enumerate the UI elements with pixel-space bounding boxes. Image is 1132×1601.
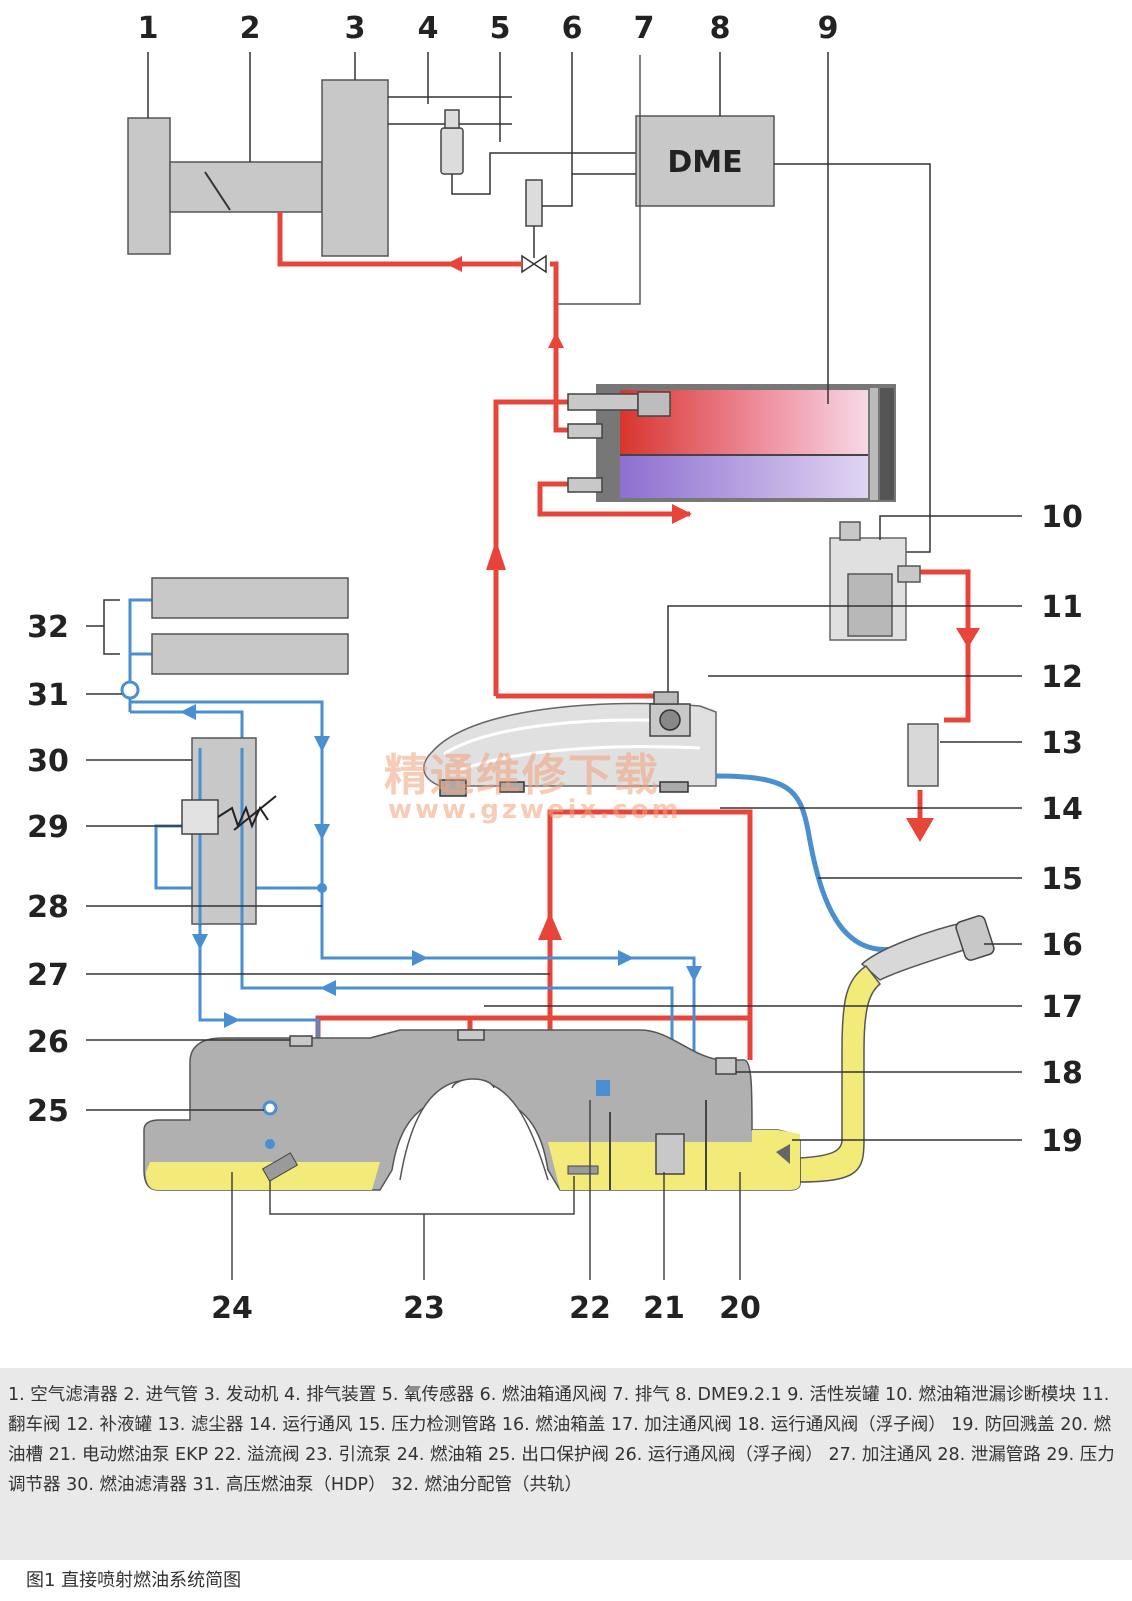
label-30: 30	[27, 744, 69, 779]
figure-caption: 图1 直接喷射燃油系统简图	[26, 1570, 242, 1591]
legend-text: 1. 空气滤清器 2. 进气管 3. 发动机 4. 排气装置 5. 氧传感器 6…	[8, 1385, 1115, 1495]
label-17: 17	[1041, 990, 1083, 1025]
label-25: 25	[27, 1094, 69, 1129]
label-26: 26	[27, 1025, 69, 1060]
refill-tank	[423, 691, 717, 797]
label-29: 29	[27, 810, 69, 845]
label-2: 2	[240, 11, 261, 46]
run-vent-valve-18	[715, 1057, 737, 1075]
label-15: 15	[1041, 862, 1083, 897]
label-32: 32	[27, 610, 69, 645]
leader-lines	[86, 52, 1022, 1141]
filler-neck	[799, 964, 882, 1183]
run-vent-valve-26	[289, 1035, 313, 1047]
label-8: 8	[710, 11, 731, 46]
label-24: 24	[211, 1291, 253, 1326]
label-31: 31	[27, 678, 69, 713]
fuel-tank-cap	[860, 915, 995, 981]
label-10: 10	[1041, 500, 1083, 535]
label-9: 9	[818, 11, 839, 46]
label-4: 4	[418, 11, 439, 46]
label-20: 20	[719, 1291, 761, 1326]
anti-splash-cover	[776, 1144, 790, 1164]
watermark-text: 精通维修下载	[384, 750, 660, 801]
label-3: 3	[345, 11, 366, 46]
pressure-regulator	[181, 799, 219, 835]
fuel-system-diagram: DME	[27, 11, 1083, 1326]
label-18: 18	[1041, 1056, 1083, 1091]
label-5: 5	[490, 11, 511, 46]
oxygen-sensor	[440, 127, 464, 175]
overflow-valve	[596, 1080, 610, 1096]
high-pressure-pump	[120, 680, 140, 700]
label-7: 7	[634, 11, 655, 46]
dme-unit	[635, 115, 775, 207]
dust-filter	[907, 723, 939, 787]
label-27: 27	[27, 958, 69, 993]
label-13: 13	[1041, 726, 1083, 761]
legend: 1. 空气滤清器 2. 进气管 3. 发动机 4. 排气装置 5. 氧传感器 6…	[0, 1368, 1132, 1560]
label-14: 14	[1041, 792, 1083, 827]
fuel-rail-lower	[151, 633, 349, 675]
label-12: 12	[1041, 660, 1083, 695]
label-11: 11	[1041, 590, 1083, 625]
tank-vent-valve	[525, 179, 543, 227]
leak-diagnosis-module	[829, 515, 1022, 641]
fill-vent-valve	[457, 1029, 485, 1041]
jet-pump-left	[261, 1152, 299, 1182]
label-16: 16	[1041, 928, 1083, 963]
label-21: 21	[643, 1291, 685, 1326]
fuel-rail-upper	[151, 577, 349, 619]
outlet-protection-valve	[262, 1100, 278, 1116]
intake-pipe	[169, 161, 323, 213]
label-19: 19	[1041, 1124, 1083, 1159]
pressure-check-line	[715, 773, 901, 952]
label-6: 6	[562, 11, 583, 46]
label-28: 28	[27, 890, 69, 925]
engine	[321, 79, 389, 257]
carbon-canister	[567, 384, 896, 502]
electric-fuel-pump	[655, 1133, 685, 1175]
label-1: 1	[138, 11, 159, 46]
label-22: 22	[569, 1291, 611, 1326]
jet-pump-right	[567, 1165, 599, 1175]
dme-label: DME	[667, 145, 742, 180]
label-23: 23	[403, 1291, 445, 1326]
vapor-arrows	[446, 256, 980, 940]
watermark-url: www.gzweix.com	[388, 795, 682, 825]
air-filter	[127, 117, 171, 255]
